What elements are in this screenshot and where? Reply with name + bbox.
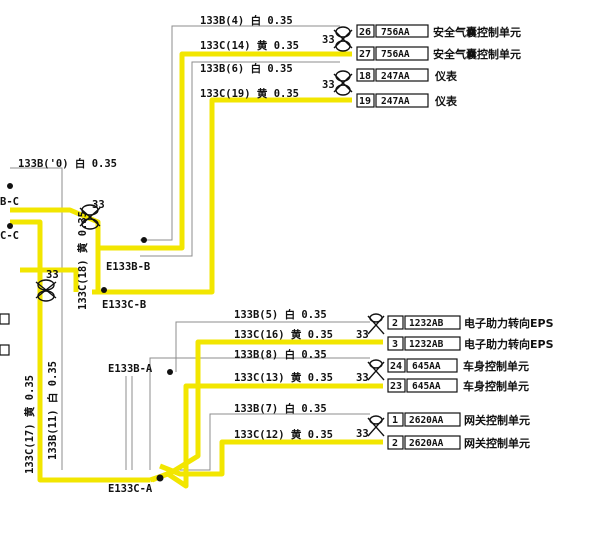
connector-row-2: 27 756AA 安全气囊控制单元: [356, 46, 521, 61]
component-name: 仪表: [434, 69, 458, 83]
pin-number: 18: [359, 71, 371, 82]
component-name: 网关控制单元: [464, 413, 530, 427]
splice-label-E133B-B: E133B-B: [106, 261, 150, 273]
pin-number: 23: [390, 381, 402, 392]
splice-label-B-C: B-C: [0, 196, 19, 208]
connector-row-7: 24 645AA 车身控制单元: [387, 358, 529, 373]
twist-label-7: 33: [356, 428, 369, 440]
pin-number: 26: [359, 27, 371, 38]
connector-code: 645AA: [412, 361, 441, 372]
wire-label-133C-19: 133C(19) 黄 0.35: [200, 87, 299, 100]
twist-mark-3: 33: [79, 199, 105, 230]
wire-label-133C-13: 133C(13) 黄 0.35: [234, 371, 333, 384]
vertical-label-133B-11: 133B(11) 白 0.35: [46, 361, 59, 460]
twist-mark-7: 33: [356, 415, 385, 440]
connector-row-1: 26 756AA 安全气囊控制单元: [356, 24, 521, 39]
twist-label-5: 33: [356, 329, 369, 341]
connector-code: 2620AA: [409, 438, 444, 449]
component-name: 电子助力转向EPS: [464, 337, 554, 351]
pin-number: 24: [390, 361, 402, 372]
connector-code: 1232AB: [409, 339, 444, 350]
pin-number: 3: [392, 339, 398, 350]
connector-code: 2620AA: [409, 415, 444, 426]
pin-number: 2: [392, 438, 398, 449]
component-name: 车身控制单元: [463, 379, 529, 393]
twist-label-2: 33: [322, 79, 335, 91]
connector-code: 756AA: [381, 27, 410, 38]
splice-label-E133C-B: E133C-B: [102, 299, 146, 311]
twist-mark-6: 33: [356, 359, 385, 384]
pin-number: 27: [359, 49, 371, 60]
component-name: 安全气囊控制单元: [433, 25, 521, 39]
pin-number: 19: [359, 96, 371, 107]
connector-row-9: 1 2620AA 网关控制单元: [387, 412, 530, 427]
connector-row-5: 2 1232AB 电子助力转向EPS: [387, 315, 554, 330]
connector-row-3: 18 247AA 仪表: [356, 68, 458, 83]
component-name: 安全气囊控制单元: [433, 47, 521, 61]
connector-row-6: 3 1232AB 电子助力转向EPS: [387, 336, 554, 351]
connector-row-10: 2 2620AA 网关控制单元: [387, 435, 530, 450]
connector-code: 247AA: [381, 96, 410, 107]
connector-code: 756AA: [381, 49, 410, 60]
wire-label-133B-10: 133B('0) 白 0.35: [18, 157, 117, 170]
splice-label-E133B-A: E133B-A: [108, 363, 153, 375]
wire-label-133B-5: 133B(5) 白 0.35: [234, 308, 327, 321]
pin-number: 1: [392, 415, 398, 426]
splice-label-E133C-A: E133C-A: [108, 483, 153, 495]
splice-dots: [7, 183, 173, 482]
component-name: 电子助力转向EPS: [464, 316, 554, 330]
wire-label-133C-16: 133C(16) 黄 0.35: [234, 328, 333, 341]
twist-label-1: 33: [322, 34, 335, 46]
connector-row-8: 23 645AA 车身控制单元: [387, 378, 529, 393]
twist-label-3: 33: [92, 199, 105, 211]
component-name: 网关控制单元: [464, 436, 530, 450]
component-name: 仪表: [434, 94, 458, 108]
edge-marker-square-2: [0, 344, 10, 356]
connector-code: 645AA: [412, 381, 441, 392]
twist-label-6: 33: [356, 372, 369, 384]
twist-label-4: 33: [46, 269, 59, 281]
white-wires: [10, 25, 370, 471]
wire-label-133C-12: 133C(12) 黄 0.35: [234, 428, 333, 441]
edge-marker-square-1: [0, 313, 10, 325]
wire-label-133C-14: 133C(14) 黄 0.35: [200, 39, 299, 52]
component-name: 车身控制单元: [463, 359, 529, 373]
connector-code: 247AA: [381, 71, 410, 82]
splice-label-C-C: C-C: [0, 230, 19, 242]
twist-mark-2: 33: [322, 70, 353, 96]
connector-row-4: 19 247AA 仪表: [356, 93, 458, 108]
vertical-label-133C-18: 133C(18) 黄 0.35: [76, 211, 89, 310]
wire-label-133B-8: 133B(8) 白 0.35: [234, 348, 327, 361]
twist-mark-5: 33: [356, 313, 385, 341]
twist-mark-4: 33: [35, 269, 59, 302]
wire-label-133B-6: 133B(6) 白 0.35: [200, 62, 293, 75]
wire-label-133B-7: 133B(7) 白 0.35: [234, 402, 327, 415]
vertical-label-133C-17: 133C(17) 黄 0.35: [23, 375, 36, 474]
yellow-wires: [10, 51, 383, 489]
wire-label-133B-4: 133B(4) 白 0.35: [200, 14, 293, 27]
pin-number: 2: [392, 318, 398, 329]
twist-mark-1: 33: [322, 26, 353, 52]
connector-code: 1232AB: [409, 318, 444, 329]
